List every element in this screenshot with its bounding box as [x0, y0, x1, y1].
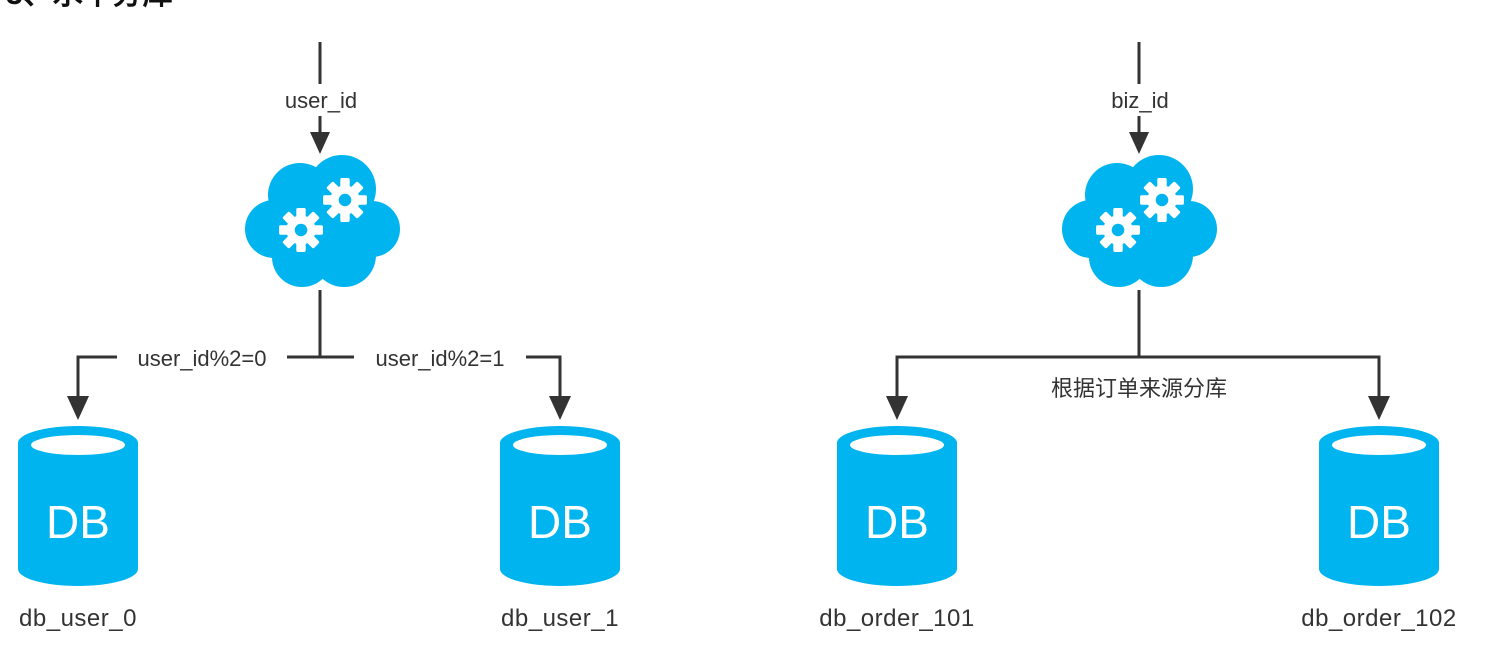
- db-order-101-icon-text: DB: [865, 496, 929, 548]
- db-user-1-label: db_user_1: [501, 605, 619, 632]
- left-branch-right-label: user_id%2=1: [375, 346, 504, 371]
- left-router-cloud-icon: [245, 155, 400, 287]
- left-branch-left-label: user_id%2=0: [137, 346, 266, 371]
- left-branch-left-arrowhead: [67, 396, 89, 420]
- right-input-label: biz_id: [1111, 88, 1168, 113]
- db-user-0-icon-text: DB: [46, 496, 110, 548]
- db-user-1-icon-text: DB: [528, 496, 592, 548]
- db-user-0-label: db_user_0: [19, 605, 137, 632]
- right-branch-right-arrowhead: [1368, 396, 1390, 420]
- left-sharding-diagram: user_id user_id%2=0 user_id%2=1 DB db_us…: [18, 42, 620, 632]
- right-sharding-diagram: biz_id 根据订单来源分库 DB db_order_101 DB db_or…: [819, 42, 1456, 632]
- page-heading: 3、水平分库: [6, 0, 173, 11]
- left-input-label: user_id: [285, 88, 357, 113]
- left-branch-right-arrowhead: [549, 396, 571, 420]
- right-input-arrowhead: [1129, 132, 1149, 154]
- right-router-cloud-icon: [1062, 155, 1217, 287]
- right-branch-label: 根据订单来源分库: [1051, 376, 1227, 401]
- right-branch-right-line: [1139, 355, 1381, 402]
- db-order-102-label: db_order_102: [1301, 605, 1456, 632]
- db-order-101-label: db_order_101: [819, 605, 974, 632]
- db-order-102-icon-text: DB: [1347, 496, 1411, 548]
- right-branch-left-line: [895, 355, 1139, 402]
- right-branch-left-arrowhead: [886, 396, 908, 420]
- left-input-arrowhead: [310, 132, 330, 154]
